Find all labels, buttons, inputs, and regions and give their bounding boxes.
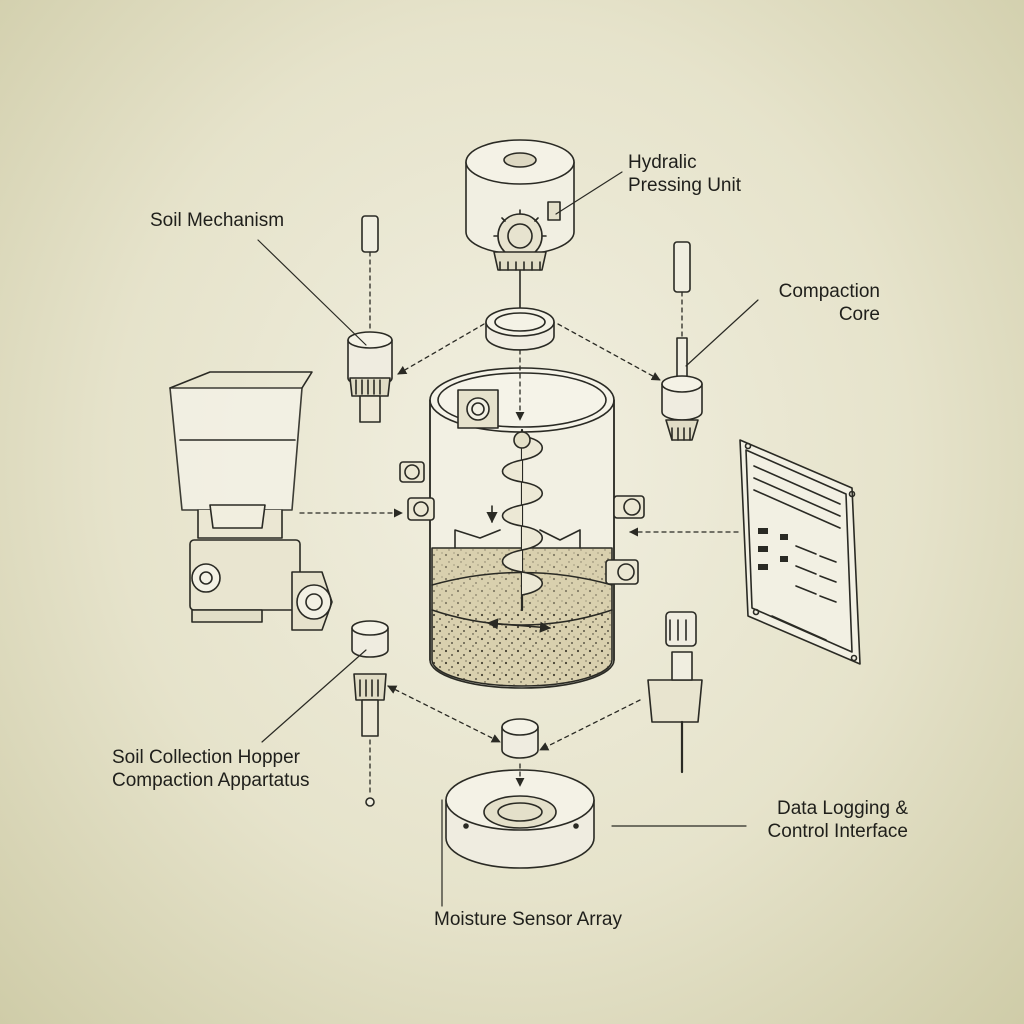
label-soil-collection-hopper: Soil Collection Hopper Compaction Appart… [112,746,310,792]
soil-collection-hopper-part [169,371,333,631]
label-line: Compaction [778,281,880,302]
label-line: Data Logging & [777,798,908,819]
label-line: Control Interface [767,821,908,842]
label-moisture-sensor-array: Moisture Sensor Array [434,908,622,931]
label-line: Core [838,304,880,325]
label-line: Compaction Appartatus [112,770,310,791]
label-line: Pressing Unit [628,175,741,196]
lower-right-probe-part [647,611,703,774]
label-line: Soil Mechanism [150,210,285,231]
label-hydraulic-pressing-unit: Hydralic Pressing Unit [628,151,741,197]
label-soil-mechanism: Soil Mechanism [150,209,284,232]
label-compaction-core: Compaction Core [756,280,880,326]
label-line: Moisture Sensor Array [434,909,622,930]
main-cylinder [399,367,645,759]
hydraulic-pressing-unit-part [465,139,575,351]
label-data-logging: Data Logging & Control Interface [740,797,908,843]
leader-lines [257,171,759,907]
label-line: Soil Collection Hopper [112,747,300,768]
compaction-core-part [661,241,703,441]
data-logging-panel-part [739,439,861,665]
label-line: Hydralic [628,152,697,173]
lower-left-sensor-part [351,620,389,807]
assembly-lines [299,251,739,797]
moisture-sensor-base-part [445,769,595,869]
